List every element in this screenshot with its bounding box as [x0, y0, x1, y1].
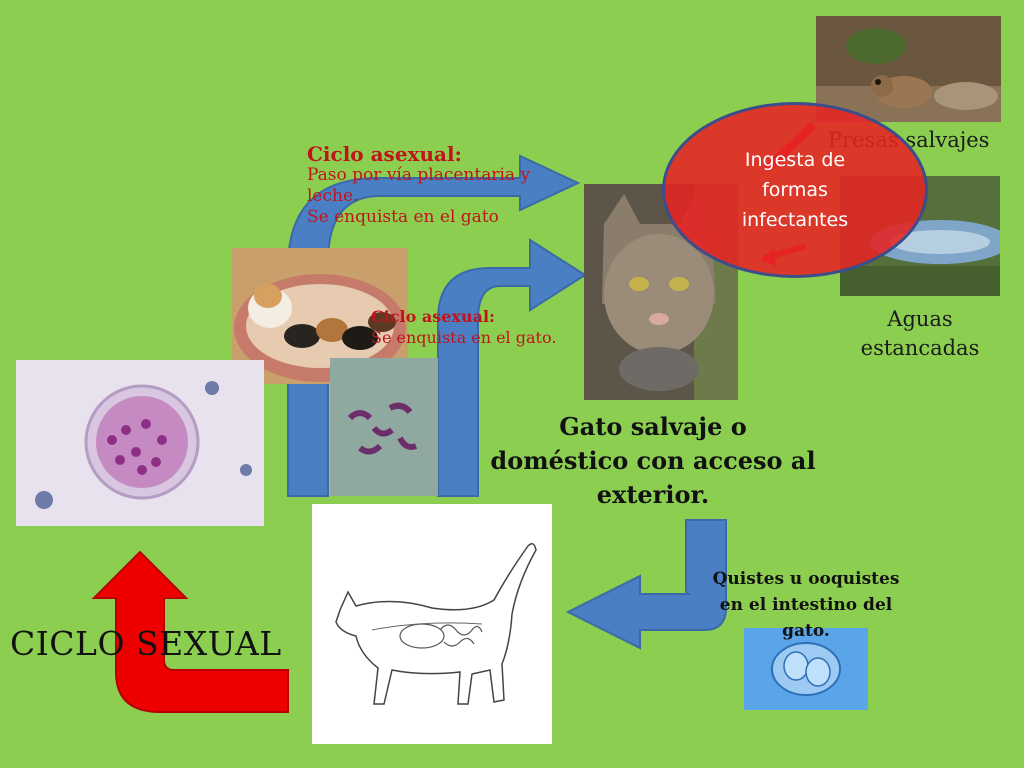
asexual-cycle-title-2: Ciclo asexual: — [371, 307, 495, 326]
cat-anatomy-drawing — [312, 504, 552, 744]
asexual-arrow-upper — [287, 154, 581, 497]
ingestion-ellipse: Ingesta de formas infectantes — [662, 102, 928, 278]
oocyst-photo — [744, 628, 868, 710]
asexual-cycle-label-2: Ciclo asexual: Se enquista en el gato. — [371, 306, 591, 348]
tachyzoites-photo — [330, 358, 438, 496]
ingestion-label: Ingesta de formas infectantes — [741, 149, 849, 231]
cat-anatomy-icon — [312, 504, 552, 744]
tissue-cyst-photo — [16, 360, 264, 526]
asexual-arrow-lower — [437, 238, 587, 497]
cysts-label: Quistes u ooquistes en el intestino del … — [712, 569, 900, 641]
tachyzoites-microscopy-icon — [330, 358, 438, 496]
sexual-cycle-label: CICLO SEXUAL — [10, 624, 282, 663]
asexual-cycle-label-1: Ciclo asexual: Paso por vía placentaria … — [307, 144, 567, 228]
asexual-cycle-text-1b: Se enquista en el gato — [307, 207, 499, 227]
asexual-cycle-text-1a: Paso por vía placentaria y leche. — [307, 165, 531, 206]
stagnant-water-label: Aguas estancadas — [860, 307, 980, 360]
tissue-cyst-microscopy-icon — [16, 360, 264, 526]
asexual-cycle-title-1: Ciclo asexual: — [307, 142, 462, 166]
mouse-photo-icon — [816, 16, 1001, 122]
wild-prey-photo — [816, 16, 1001, 122]
cat-to-cysts-arrow — [565, 519, 727, 650]
sexual-cycle-arrow — [91, 550, 289, 713]
asexual-cycle-text-2: Se enquista en el gato. — [371, 328, 557, 347]
cat-host-label: Gato salvaje o doméstico con acceso al e… — [490, 412, 816, 509]
oocyst-microscopy-icon — [744, 628, 868, 710]
